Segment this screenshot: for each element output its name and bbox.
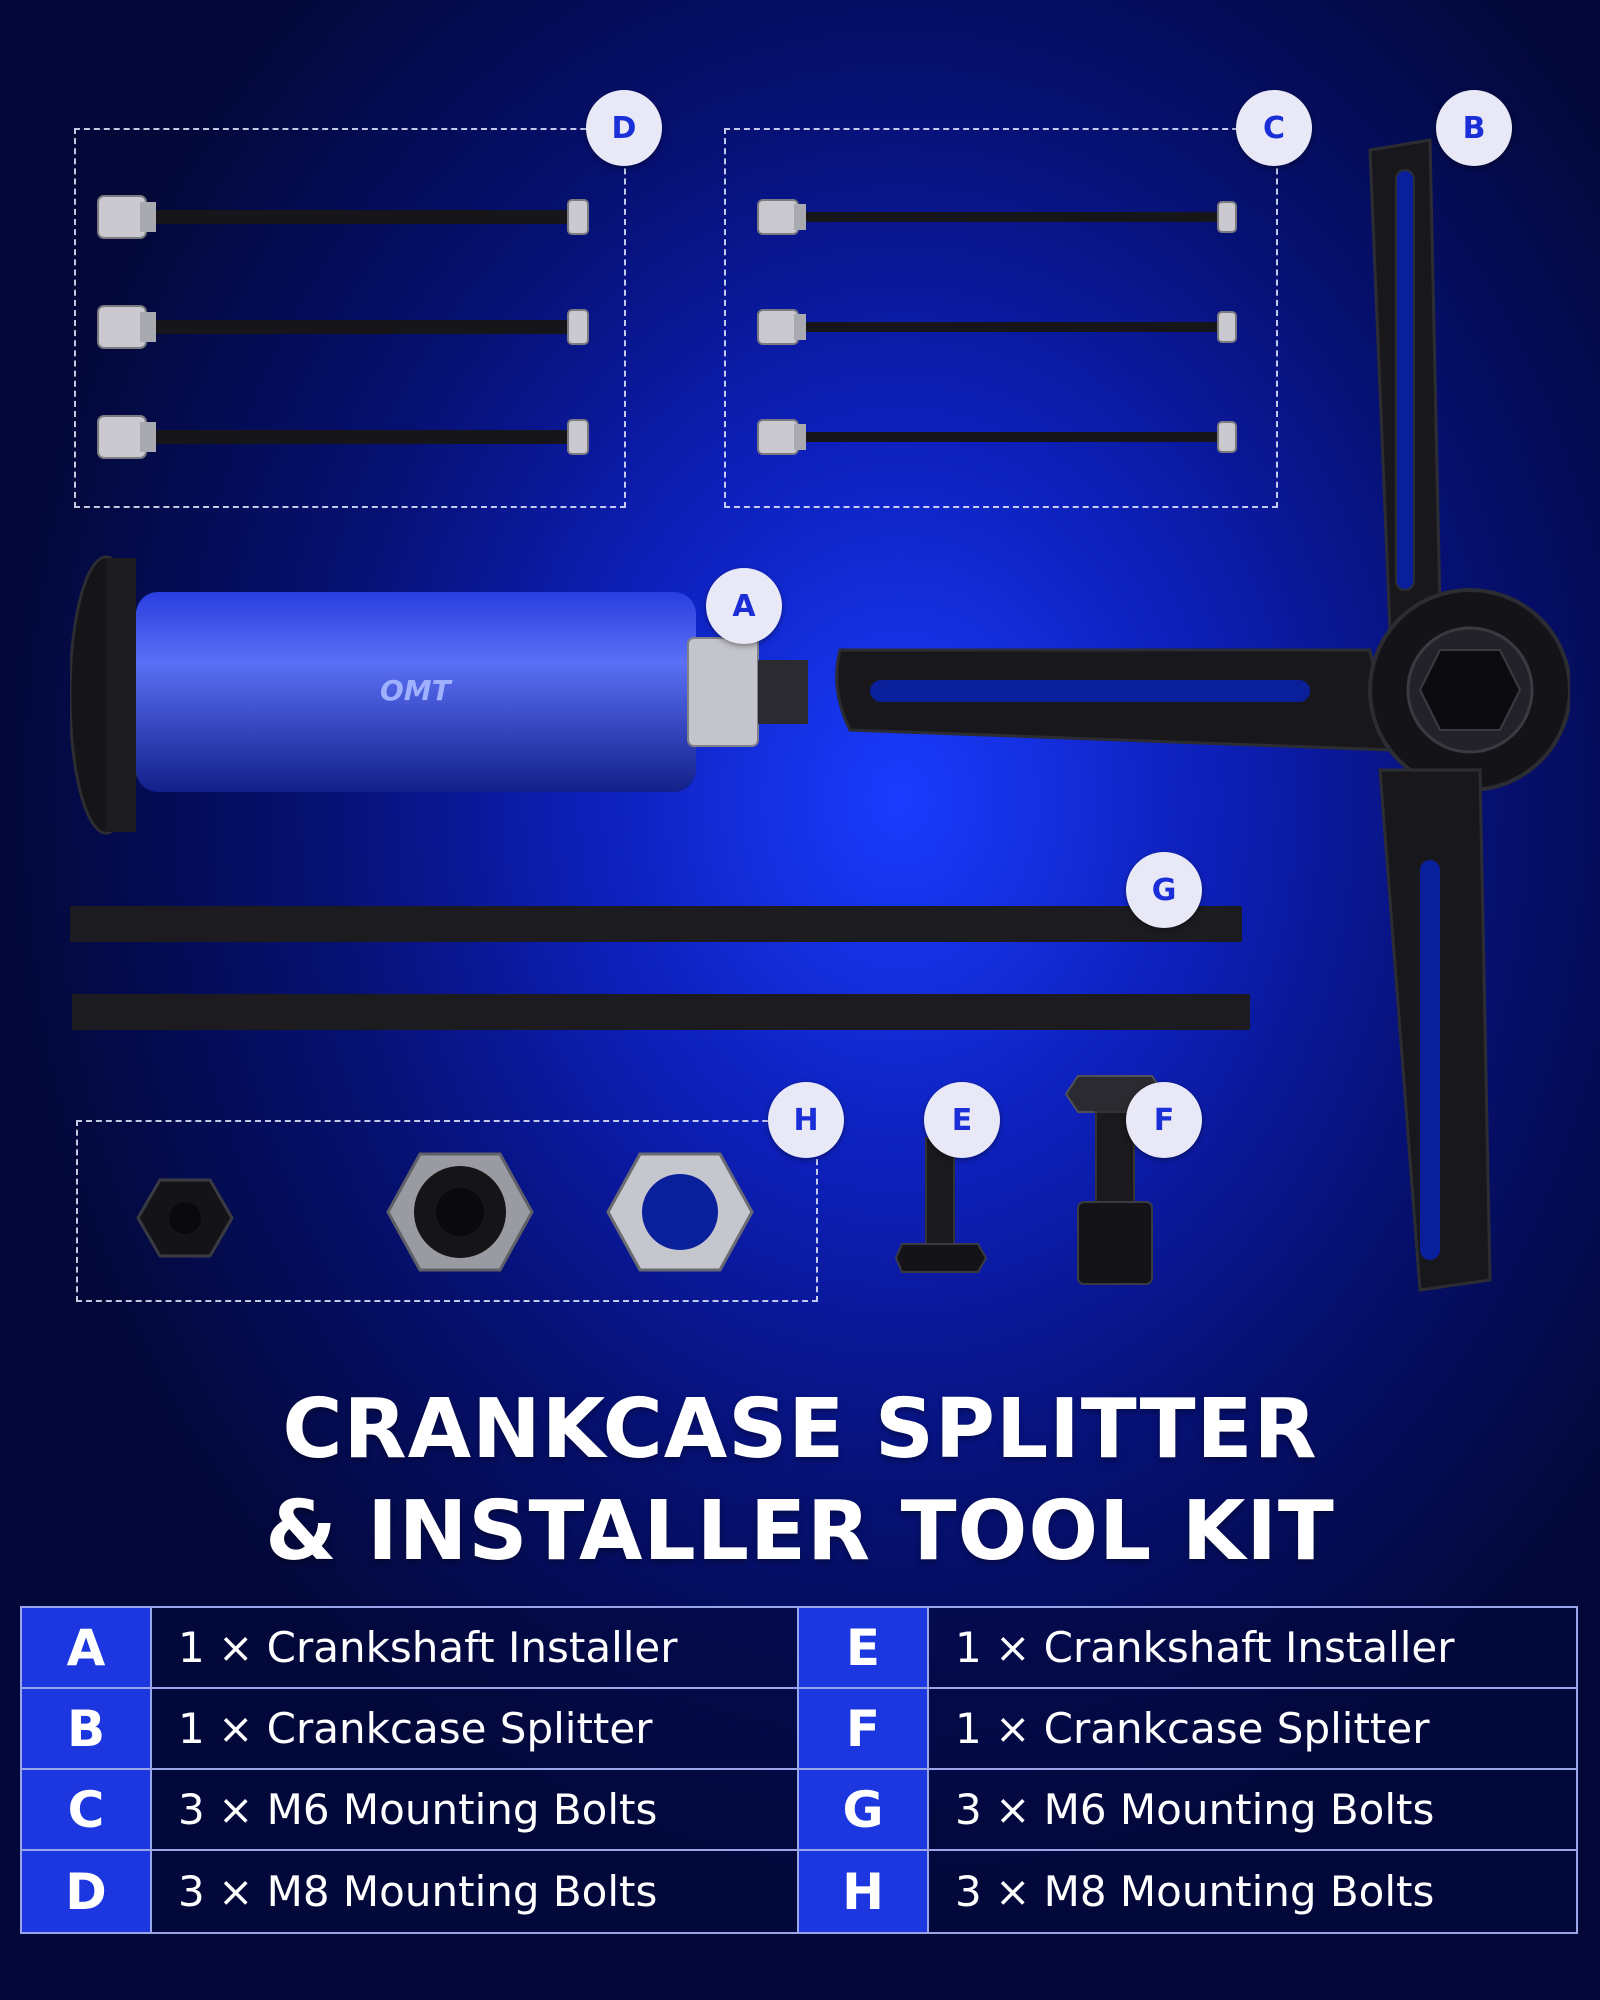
group-d-bolts [97,195,589,459]
table-row-letter: G [799,1770,929,1851]
group-h-nuts [136,1152,754,1272]
table-row-letter: E [799,1608,929,1689]
group-h-box [76,1120,818,1302]
badge-c: C [1236,90,1312,166]
badge-b: B [1436,90,1512,166]
table-row-letter: F [799,1689,929,1770]
m6-bolt [757,199,1237,235]
rubber-strip-g [70,906,1242,942]
logo-text: OMT [380,674,453,707]
table-row-desc: 1 × Crankcase Splitter [152,1689,799,1770]
hex-nut-large-silver [606,1152,754,1272]
page-title-line2: & INSTALLER TOOL KIT [265,1484,1335,1579]
m8-bolt [97,305,589,349]
crankcase-splitter-b [835,138,1570,1292]
badge-f: F [1126,1082,1202,1158]
hex-nut-small [136,1178,234,1258]
crankshaft-installer-a: OMT [70,555,808,835]
table-row-letter: H [799,1851,929,1932]
badge-e: E [924,1082,1000,1158]
m6-bolt [757,309,1237,345]
m8-bolt [97,195,589,239]
group-d-box [74,128,626,508]
table-row-desc: 1 × Crankshaft Installer [929,1608,1576,1689]
table-row-desc: 3 × M6 Mounting Bolts [152,1770,799,1851]
table-row-desc: 3 × M8 Mounting Bolts [152,1851,799,1932]
installer-bolt-e [894,1137,988,1273]
group-c-box [724,128,1278,508]
table-row-desc: 1 × Crankcase Splitter [929,1689,1576,1770]
group-c-bolts [757,199,1237,455]
table-row-letter: A [22,1608,152,1689]
m6-bolt [757,419,1237,455]
page-title-line1: CRANKCASE SPLITTER [282,1382,1318,1477]
splitter-bolt-f [1064,1075,1166,1285]
badge-h: H [768,1082,844,1158]
table-row-letter: B [22,1689,152,1770]
table-row-letter: D [22,1851,152,1932]
badge-a: A [706,568,782,644]
parts-table: A 1 × Crankshaft Installer E 1 × Cranksh… [20,1606,1578,1934]
badge-g: G [1126,852,1202,928]
table-row-desc: 1 × Crankshaft Installer [152,1608,799,1689]
table-row-letter: C [22,1770,152,1851]
hex-nut-large-black [386,1152,534,1272]
m8-bolt [97,415,589,459]
table-row-desc: 3 × M6 Mounting Bolts [929,1770,1576,1851]
rubber-strip-g [72,994,1250,1030]
table-row-desc: 3 × M8 Mounting Bolts [955,1867,1435,1916]
badge-d: D [586,90,662,166]
product-illustration: D C [70,90,1570,1302]
